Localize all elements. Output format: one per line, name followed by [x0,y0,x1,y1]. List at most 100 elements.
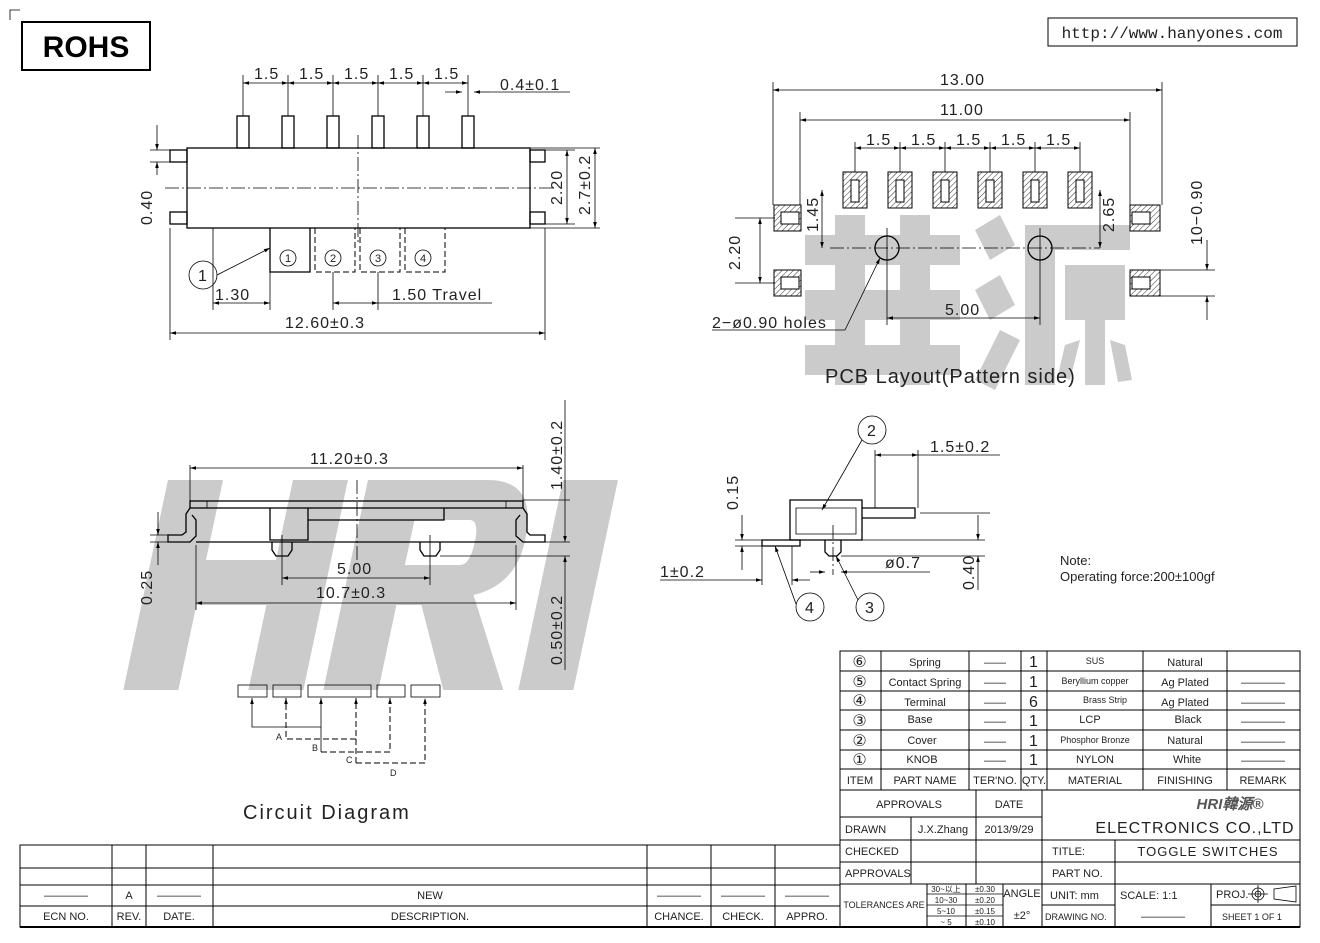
pitch-label: 1.5 [911,132,936,149]
pitch-label: 1.5 [434,66,459,83]
terminal-dim: 1±0.2 [660,564,705,581]
rev-header-date: DATE. [163,911,195,923]
top-length-dim: 11.20±0.3 [310,451,389,468]
bom-remark: ———— [1241,755,1285,767]
bom-header-part-name: PART NAME [894,775,957,787]
bom-header-ter: TER'NO. [973,775,1017,787]
bom-material: Phosphor Bronze [1060,735,1130,745]
bom-qty: 1 [1029,713,1039,730]
bom-remark: ———— [1241,716,1285,728]
rev-header-check: CHECK. [722,911,764,923]
bom-qty: 6 [1029,694,1039,711]
bom-header-remark: REMARK [1239,775,1287,787]
tol-range: ~ 5 [940,918,952,927]
tab-height-dim: 0.40 [139,190,156,225]
bom-row: ① KNOB —— 1 NYLON White ———— [852,752,1285,769]
bom-ter: —— [984,736,1006,748]
top-view: 1.5 1.5 1.5 1.5 1.5 0.4±0.1 0.40 2.20 2.… [139,66,600,340]
watermark-chinese-logo [805,215,1132,390]
front-view: 11.20±0.3 5.00 10.7±0.3 0.25 1.40±0.2 0.… [139,400,570,670]
drawing-title: TOGGLE SWITCHES [1137,844,1278,859]
pcb-pads [773,171,1161,297]
bom-row: ④ Terminal —— 6 Brass Strip Ag Plated ——… [852,693,1285,711]
bom-part-name: Cover [907,735,937,747]
drawn-label: DRAWN [845,824,886,836]
drawn-by: J.X.Zhang [918,824,968,836]
rev-chance: ———— [657,890,701,902]
bom-finish: White [1173,754,1201,766]
rev-header-description: DESCRIPTION. [391,911,469,923]
bom-part-name: Base [907,714,932,726]
position-4: 4 [420,253,426,265]
pitch-label: 1.5 [866,132,891,149]
bom-row: ⑥ Spring —— 1 SUS Natural [852,654,1202,671]
dim-040: 0.40 [961,555,978,590]
pitch-label: 1.5 [1046,132,1071,149]
position-2: 2 [330,253,336,265]
bom-part-name: KNOB [906,754,937,766]
drawing-no-label: DRAWING NO. [1045,912,1107,922]
bom-row: ③ Base —— 1 LCP Black ———— [852,713,1285,730]
rev-rev: A [125,890,133,902]
circuit-label-a: A [276,732,282,742]
scale-label: SCALE: 1:1 [1120,890,1177,902]
circuit-diagram: A B C D Circuit Diagram [237,684,441,824]
bom-qty: 1 [1029,674,1039,691]
balloon-1-label: 1 [198,268,208,285]
rev-description: NEW [417,890,443,902]
bom-remark: ———— [1241,736,1285,748]
bom-qty: 1 [1029,654,1039,671]
bom-finish: Natural [1167,657,1202,669]
bom-item: ① [852,752,867,769]
bom-header-qty: QTY. [1022,775,1046,787]
balloon-2 [857,415,887,445]
approvals-label: APPROVALS [845,868,911,880]
dim-015: 0.15 [725,475,742,510]
holes-dim: 2−ø0.90 holes [712,315,827,332]
circuit-label-b: B [312,743,318,753]
bom-qty: 1 [1029,752,1039,769]
side-view: 1.5±0.2 0.15 0.40 1±0.2 ø0.7 2 3 4 [660,415,1000,622]
note-text: Operating force:200±100gf [1060,569,1215,584]
bom-remark: ———— [1241,697,1285,709]
length-dim: 12.60±0.3 [285,315,365,332]
lever-dim: 1.5±0.2 [930,439,990,456]
rev-header-chance: CHANCE. [654,911,704,923]
pin-width-dim: 0.4±0.1 [500,77,560,94]
bom-item: ③ [852,713,867,730]
bom-item: ⑤ [852,674,867,691]
tol-range: 30~以上 [931,885,961,894]
bom-item: ② [852,733,867,750]
circuit-label-c: C [346,755,353,765]
website-url[interactable]: http://www.hanyones.com [1062,25,1283,43]
peg-height-dim: 0.50±0.2 [549,595,566,665]
angle-tol: ±2° [1014,910,1031,922]
website-link[interactable]: http://www.hanyones.com [1047,17,1298,47]
pad-span-dim: 11.00 [940,102,984,119]
peg-dia-dim: ø0.7 [885,555,921,572]
revision-row: ———— A ———— NEW ———— ———— ———— [44,890,829,902]
bom-header-material: MATERIAL [1068,775,1122,787]
bom-header-finishing: FINISHING [1157,775,1213,787]
bom-finish: Ag Plated [1161,697,1209,709]
thickness-dim: 0.25 [139,570,156,605]
tol-value: ±0.10 [975,918,996,927]
offset-dim: 1.30 [215,287,250,304]
pad-dim: 10−0.90 [1189,180,1206,245]
bom-material: NYLON [1076,754,1114,766]
bom-header: ITEM PART NAME TER'NO. QTY. MATERIAL FIN… [847,775,1287,787]
watermark [123,215,1132,690]
bom-table: ⑥ Spring —— 1 SUS Natural ⑤ Contact Spri… [839,650,1301,791]
tol-value: ±0.15 [975,907,996,916]
approvals-heading: APPROVALS [876,799,942,811]
note-label: Note: [1060,553,1091,568]
rev-ecn: ———— [44,890,88,902]
projection-symbol-icon [1248,885,1297,903]
bom-ter: —— [984,657,1006,669]
bom-finish: Ag Plated [1161,677,1209,689]
bom-ter: —— [984,755,1006,767]
pitch-label: 1.5 [254,66,279,83]
bom-item: ⑥ [852,654,867,671]
watermark-brand-logo [123,480,618,690]
pitch-label: 1.5 [299,66,324,83]
